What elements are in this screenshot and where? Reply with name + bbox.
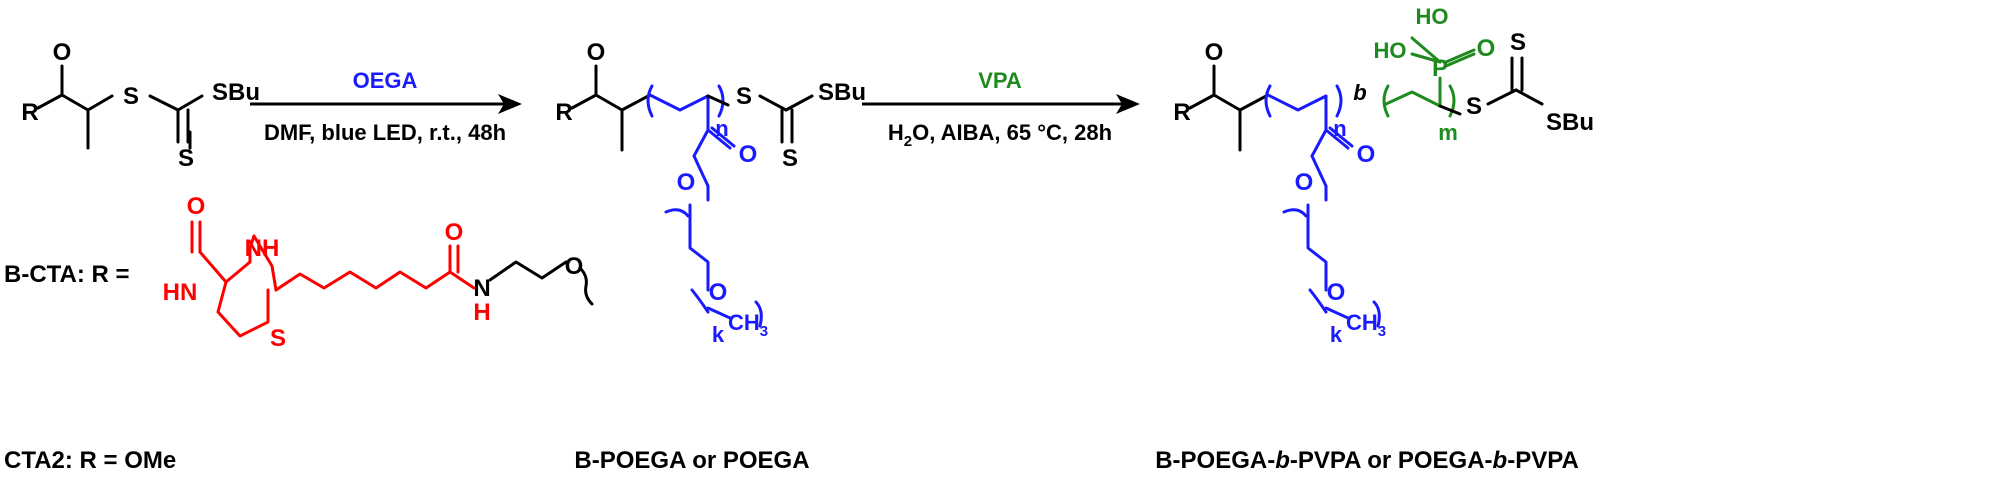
copolymer-ho-1: HO	[1374, 38, 1407, 63]
poega-k-index: k	[712, 322, 725, 347]
copolymer-oeg-chain	[1282, 203, 1328, 314]
copolymer-n-index: n	[1333, 116, 1346, 141]
poega-backbone	[646, 84, 725, 132]
copolymer-m-index: m	[1438, 120, 1458, 145]
copolymer-pvpa-segment	[1382, 36, 1476, 118]
linker-nitrogen: N	[473, 275, 490, 302]
copolymer-poega-backbone	[1264, 84, 1343, 132]
cta-structure: O R S S SBu	[21, 39, 260, 172]
copolymer-methyl: CH3	[1346, 310, 1386, 340]
reaction-arrow-2: VPA H2O, AIBA, 65 °C, 28h	[862, 68, 1140, 150]
copolymer-block-b: b	[1353, 80, 1366, 105]
copolymer-end-bonds	[1188, 64, 1270, 152]
copolymer-thione-s: S	[1510, 29, 1526, 56]
cta-sulfur: S	[123, 83, 139, 110]
biotin-amide-o: O	[445, 219, 464, 246]
conditions-1: DMF, blue LED, r.t., 48h	[264, 120, 506, 145]
cta-carbonyl-o: O	[53, 39, 72, 66]
poega-ether-o: O	[709, 279, 728, 306]
poega-end-bonds	[570, 64, 652, 152]
poega-oeg-end	[706, 300, 763, 328]
poega-sulfur: S	[736, 83, 752, 110]
poega-methyl: CH3	[728, 310, 768, 340]
copolymer-ester-bonds	[1310, 126, 1354, 202]
copolymer-phosphonyl-o: O	[1477, 35, 1496, 62]
copolymer-ester-o: O	[1295, 169, 1314, 196]
biotin-valeric-chain	[274, 244, 476, 292]
cta-thione-s: S	[178, 145, 194, 172]
linker-ethylene	[488, 260, 568, 282]
linker-oxygen: O	[565, 253, 584, 280]
copolymer-sulfur: S	[1466, 93, 1482, 120]
arrow-2-head	[1116, 94, 1140, 114]
copolymer-carbonyl-o: O	[1205, 39, 1224, 66]
poega-oeg-chain	[664, 203, 710, 314]
poega-n-index: n	[715, 116, 728, 141]
conditions-2: H2O, AIBA, 65 °C, 28h	[888, 120, 1112, 150]
bcta-label: B-CTA: R =	[4, 261, 130, 288]
poega-ester-bonds	[692, 126, 736, 202]
biotin-ring-bonds	[198, 234, 278, 338]
reagent-oega: OEGA	[353, 68, 418, 93]
biotin-sulfur: S	[270, 325, 286, 352]
copolymer-end-thio-bonds	[1438, 56, 1544, 116]
biotin-urea-o: O	[187, 193, 206, 220]
copolymer-phosphorus: P	[1432, 55, 1448, 82]
copolymer-oeg-end	[1324, 300, 1381, 328]
poega-sbu: SBu	[818, 79, 866, 106]
cta-bonds	[36, 64, 204, 150]
block-copolymer-structure: O R n b m P HO HO O S S SBu O O O CH3 k	[1173, 4, 1594, 347]
product-1-label: B-POEGA or POEGA	[574, 447, 809, 474]
copolymer-ether-o: O	[1327, 279, 1346, 306]
cta-thione-double-bond	[176, 108, 190, 144]
copolymer-ho-2: HO	[1416, 4, 1449, 29]
arrow-1-head	[498, 94, 522, 114]
poega-r-group: R	[555, 99, 572, 126]
cta-r-group: R	[21, 99, 38, 126]
copolymer-k-index: k	[1330, 322, 1343, 347]
linker-attachment-wavy	[578, 266, 594, 306]
reagent-vpa: VPA	[978, 68, 1022, 93]
poega-thione-s: S	[782, 145, 798, 172]
biotin-urea-carbonyl	[190, 220, 202, 254]
biotin-nh-top: NH	[245, 235, 280, 262]
product-2-label: B-POEGA-b-PVPA or POEGA-b-PVPA	[1155, 447, 1579, 474]
poega-ester-o-double: O	[739, 141, 758, 168]
poega-structure: O R n S S SBu O O O CH3 k	[555, 39, 866, 347]
cta2-label: CTA2: R = OMe	[4, 447, 176, 474]
copolymer-r-group: R	[1173, 99, 1190, 126]
copolymer-ester-o-double: O	[1357, 141, 1376, 168]
reaction-arrow-1: OEGA DMF, blue LED, r.t., 48h	[250, 68, 522, 145]
linker-nh-hydrogen: H	[473, 299, 490, 326]
biotin-r-group: O NH HN S O N H O	[163, 193, 594, 352]
copolymer-sbu: SBu	[1546, 109, 1594, 136]
poega-carbonyl-o: O	[587, 39, 606, 66]
cta-sbu: SBu	[212, 79, 260, 106]
poega-ester-o: O	[677, 169, 696, 196]
poega-end-thio-bonds	[706, 94, 814, 144]
biotin-hn-bottom: HN	[163, 279, 198, 306]
